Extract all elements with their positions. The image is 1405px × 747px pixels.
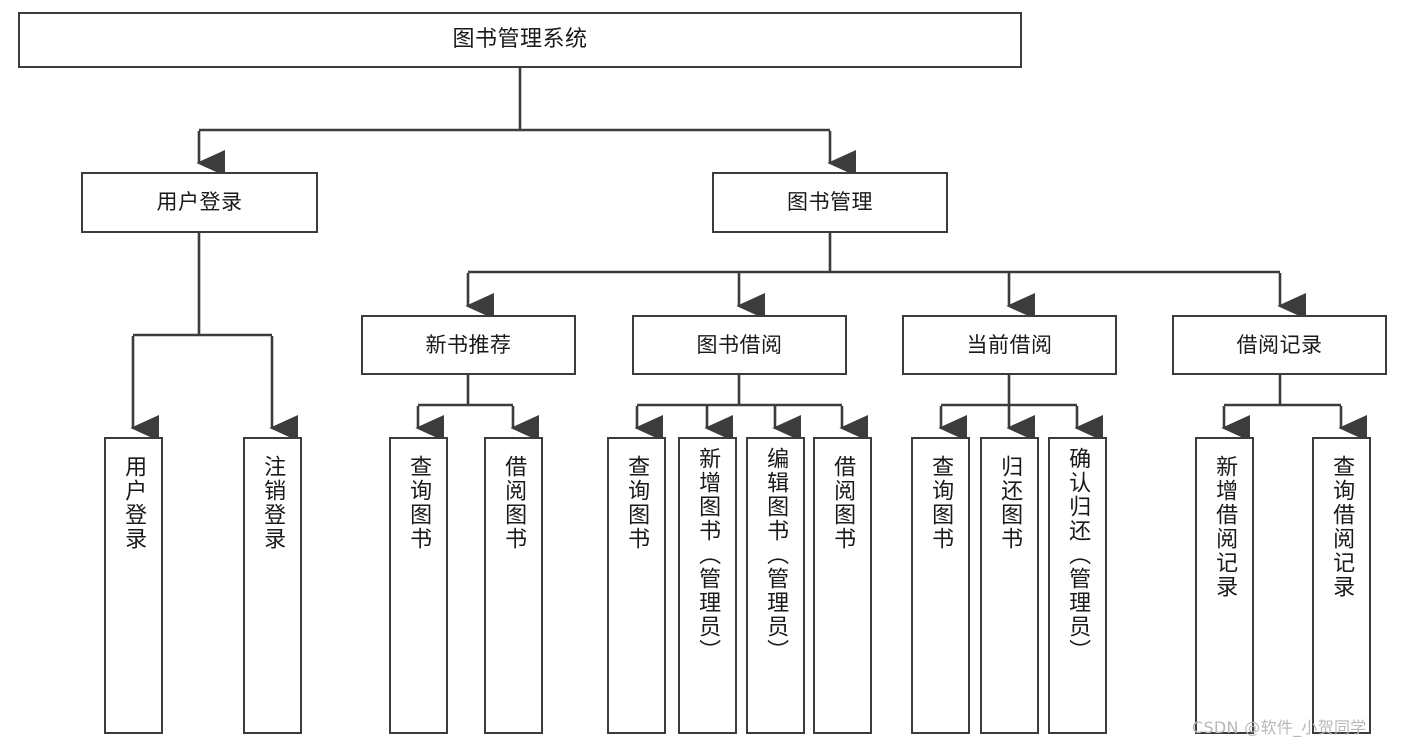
leaf-query-book-current[interactable]: 查询图书 — [911, 437, 970, 734]
node-label: 用户登录 — [121, 455, 147, 551]
node-borrow-record[interactable]: 借阅记录 — [1172, 315, 1387, 375]
node-label: 查询图书 — [406, 455, 432, 551]
node-label: 查询图书 — [624, 455, 650, 551]
node-label: 归还图书 — [997, 455, 1023, 551]
node-label: 注销登录 — [260, 455, 286, 551]
node-label: 图书管理系统 — [452, 27, 588, 53]
node-label: 新增借阅记录 — [1212, 455, 1238, 599]
node-label: 当前借阅 — [966, 332, 1053, 357]
node-label: 编辑图书（管理员） — [763, 447, 789, 663]
node-label: 查询图书 — [928, 455, 954, 551]
node-new-book-recommend[interactable]: 新书推荐 — [361, 315, 576, 375]
leaf-edit-book-admin[interactable]: 编辑图书（管理员） — [746, 437, 805, 734]
node-label: 借阅图书 — [830, 455, 856, 551]
leaf-query-book-recommend[interactable]: 查询图书 — [389, 437, 448, 734]
node-user-login[interactable]: 用户登录 — [81, 172, 318, 233]
leaf-add-borrow-record[interactable]: 新增借阅记录 — [1195, 437, 1254, 734]
node-book-manage[interactable]: 图书管理 — [712, 172, 948, 233]
node-label: 用户登录 — [156, 190, 243, 215]
node-label: 查询借阅记录 — [1329, 455, 1355, 599]
leaf-user-login[interactable]: 用户登录 — [104, 437, 163, 734]
leaf-user-logout[interactable]: 注销登录 — [243, 437, 302, 734]
leaf-return-book[interactable]: 归还图书 — [980, 437, 1039, 734]
node-current-borrow[interactable]: 当前借阅 — [902, 315, 1117, 375]
leaf-query-book-borrow[interactable]: 查询图书 — [607, 437, 666, 734]
node-label: 新书推荐 — [425, 332, 512, 357]
csdn-watermark: CSDN @软件_小贺同学 — [1192, 718, 1367, 737]
leaf-add-book-admin[interactable]: 新增图书（管理员） — [678, 437, 737, 734]
node-label: 确认归还（管理员） — [1065, 447, 1091, 663]
node-root-book-management-system[interactable]: 图书管理系统 — [18, 12, 1022, 68]
node-label: 图书借阅 — [696, 332, 783, 357]
node-label: 新增图书（管理员） — [695, 447, 721, 663]
leaf-borrow-book-recommend[interactable]: 借阅图书 — [484, 437, 543, 734]
node-label: 借阅记录 — [1236, 332, 1323, 357]
leaf-confirm-return-admin[interactable]: 确认归还（管理员） — [1048, 437, 1107, 734]
leaf-query-borrow-record[interactable]: 查询借阅记录 — [1312, 437, 1371, 734]
node-label: 图书管理 — [787, 190, 873, 215]
leaf-borrow-book-borrow[interactable]: 借阅图书 — [813, 437, 872, 734]
node-label: 借阅图书 — [501, 455, 527, 551]
node-book-borrow[interactable]: 图书借阅 — [632, 315, 847, 375]
